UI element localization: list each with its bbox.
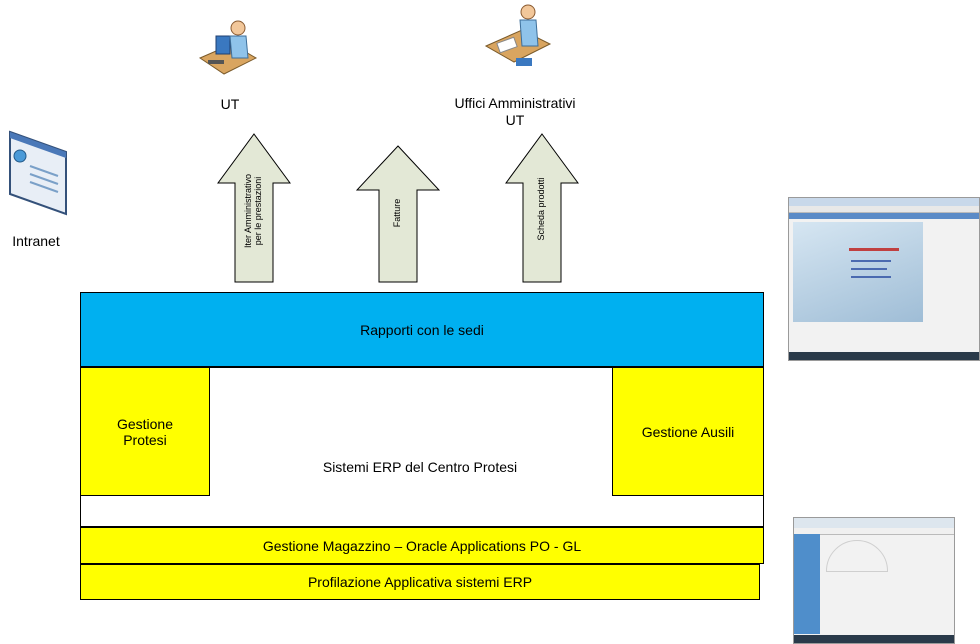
uffici-label-line1: Uffici Amministrativi — [454, 95, 576, 111]
gestione-ausili-block: Gestione Ausili — [612, 367, 764, 496]
screenshot-thumbnail-2 — [793, 517, 955, 644]
arrow-iter-label: Iter Amministrativo per le prestazioni — [243, 173, 263, 249]
arrow-scheda-label: Scheda prodotti — [536, 177, 546, 241]
arrow-fatture — [356, 145, 440, 283]
user-desk-icon — [484, 4, 552, 66]
uffici-label-line2: UT — [505, 112, 525, 128]
ut-label: UT — [220, 96, 240, 112]
sistemi-erp-label: Sistemi ERP del Centro Protesi — [322, 459, 518, 475]
intranet-label: Intranet — [12, 233, 60, 249]
rapporti-block: Rapporti con le sedi — [80, 292, 764, 367]
arrow-scheda — [505, 133, 579, 283]
screenshot-thumbnail-1 — [788, 197, 980, 361]
magazzino-block: Gestione Magazzino – Oracle Applications… — [80, 527, 764, 564]
gestione-protesi-block: Gestione Protesi — [80, 367, 210, 496]
user-computer-icon — [198, 20, 258, 75]
browser-window-icon — [9, 130, 67, 216]
profilazione-block: Profilazione Applicativa sistemi ERP — [80, 564, 760, 600]
gestione-protesi-label: Gestione Protesi — [116, 415, 174, 448]
arrow-fatture-label: Fatture — [392, 198, 402, 228]
arrow-iter — [217, 133, 291, 283]
